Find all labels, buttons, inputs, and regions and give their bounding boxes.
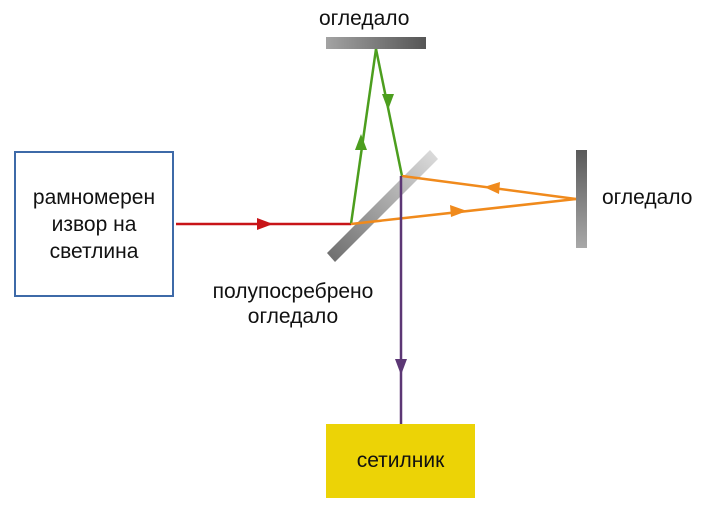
detector-label: сетилник xyxy=(356,449,445,472)
light-source-label-line3: светлина xyxy=(49,239,139,263)
horizontal-arm-out-arrow xyxy=(450,205,467,217)
vertical-arm-up xyxy=(349,48,378,225)
source-beam-arrow xyxy=(257,218,273,230)
right-mirror xyxy=(576,150,587,248)
beam-splitter xyxy=(327,150,438,262)
beam-splitter-label-line2: огледало xyxy=(247,305,339,328)
beam-splitter-label: полупосребрено огледало xyxy=(193,279,393,329)
beam-splitter-label-line1: полупосребрено xyxy=(212,280,374,303)
vertical-arm-down-arrow xyxy=(382,94,394,110)
vertical-arm-up-arrow xyxy=(355,134,367,150)
output-beam-arrow xyxy=(395,359,407,375)
detector-box: сетилник xyxy=(326,424,475,498)
top-mirror xyxy=(326,37,426,49)
vertical-arm-down xyxy=(374,48,404,177)
horizontal-arm-back-arrow xyxy=(484,182,500,194)
right-mirror-label: огледало xyxy=(602,186,693,209)
light-source-box: рамномерен извор на светлина xyxy=(14,151,174,297)
light-source-label-line1: рамномерен xyxy=(32,185,156,209)
light-source-label-line2: извор на xyxy=(51,212,137,236)
top-mirror-label: огледало xyxy=(319,7,410,30)
